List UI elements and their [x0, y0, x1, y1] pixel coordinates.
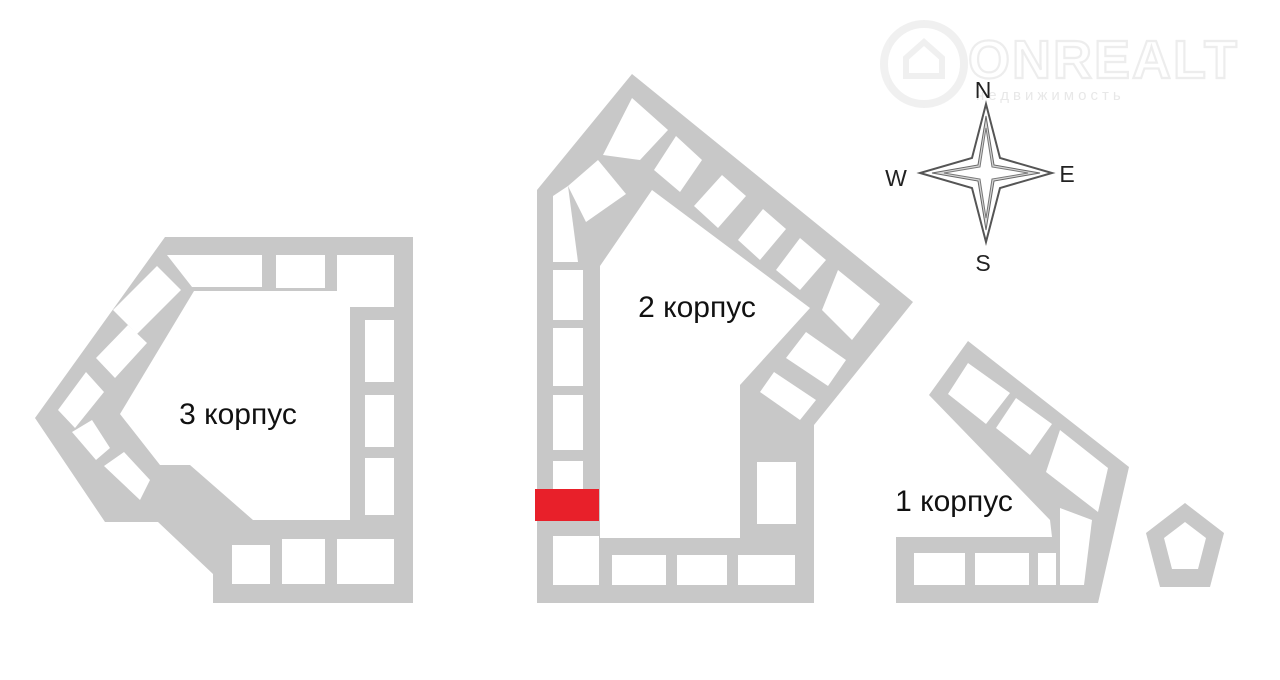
building-2[interactable]: 2 корпус — [535, 74, 913, 603]
highlighted-apartment[interactable] — [535, 489, 599, 521]
compass-west: W — [885, 165, 907, 191]
building-3[interactable]: 3 корпус — [35, 237, 413, 603]
building-1-label: 1 корпус — [895, 485, 1013, 518]
compass-south: S — [975, 250, 990, 276]
watermark-tagline: недвижимость — [976, 87, 1125, 104]
building-1-apartments — [914, 363, 1108, 585]
compass-north: N — [975, 77, 992, 103]
house-logo-icon — [880, 20, 968, 108]
building-3-label: 3 корпус — [179, 398, 297, 431]
compass-east: E — [1059, 161, 1074, 187]
building-1[interactable]: 1 корпус — [895, 341, 1129, 603]
pentagon-structure — [1146, 503, 1224, 587]
watermark: ONREALT недвижимость — [880, 20, 1239, 108]
watermark-brand: ONREALT — [968, 30, 1239, 90]
building-2-label: 2 корпус — [638, 291, 756, 324]
compass-rose: N E S W — [885, 77, 1075, 276]
building-2-apartments — [553, 98, 880, 585]
building-3-apartments — [58, 255, 394, 584]
